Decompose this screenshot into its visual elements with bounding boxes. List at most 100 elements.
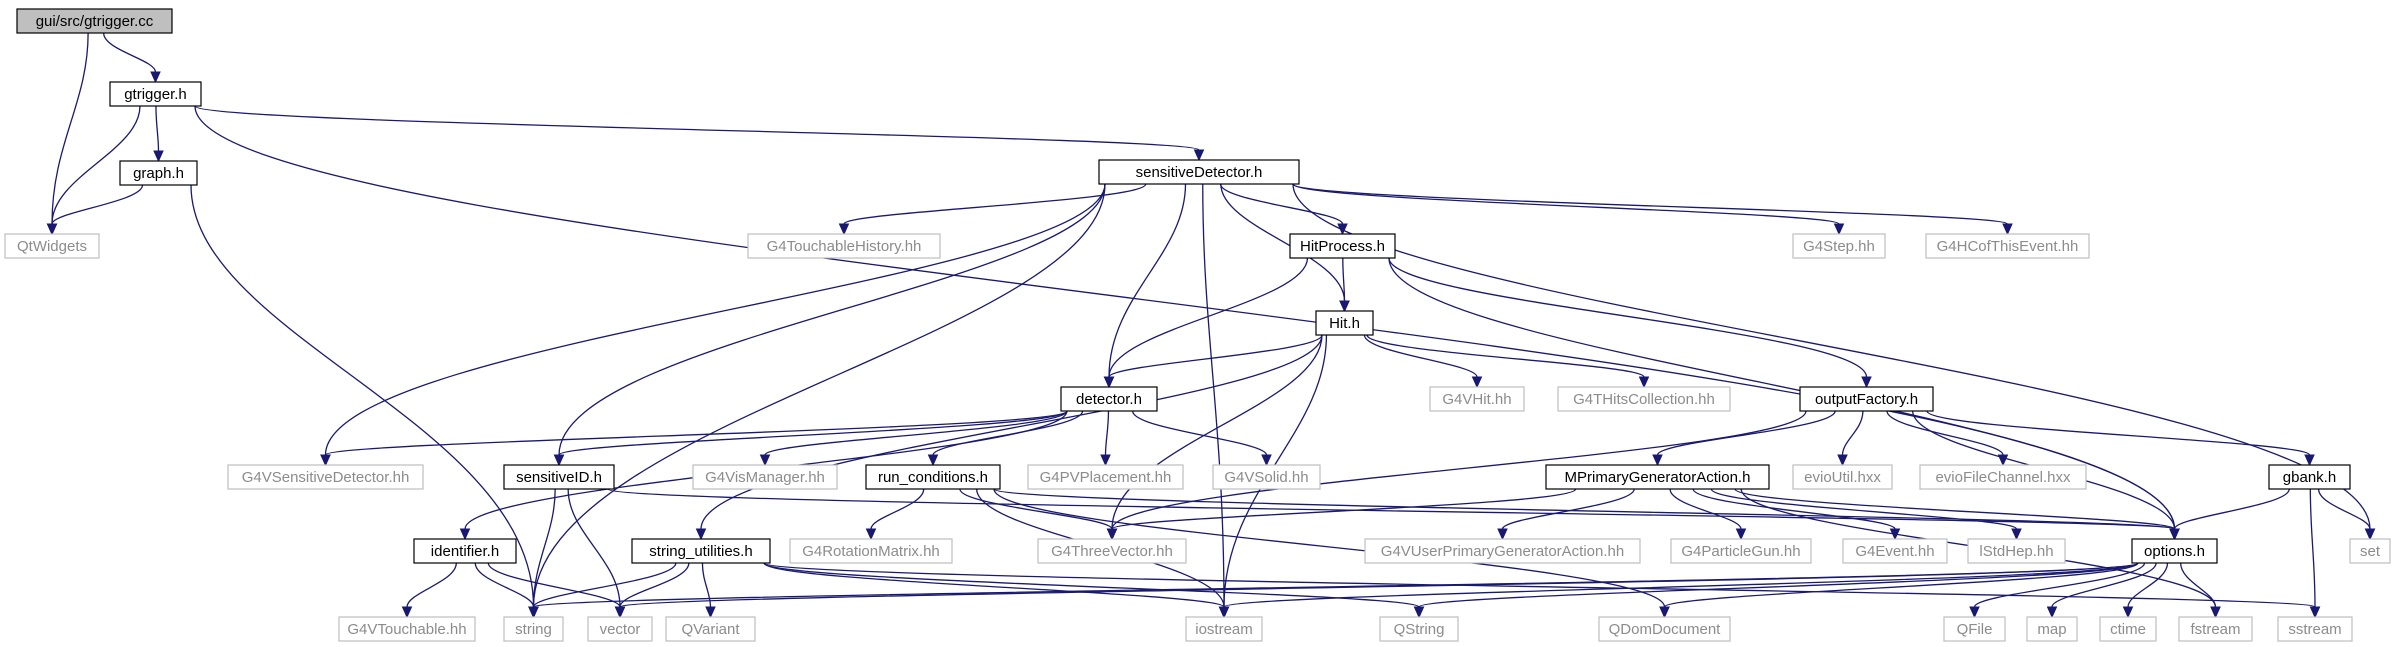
node-box <box>1943 616 2006 642</box>
edge-detector-h-to-g4vsolid-hh <box>1131 410 1268 456</box>
edge-outputfactory-h-to-mprimarygeneratoraction-h <box>1656 410 1836 456</box>
node-box <box>2178 616 2253 642</box>
node-label: string_utilities.h <box>649 543 752 560</box>
node-label: G4RotationMatrix.hh <box>802 543 940 560</box>
node-label: run_conditions.h <box>878 469 988 486</box>
node-label: map <box>2037 621 2066 638</box>
arrowhead <box>1339 300 1350 313</box>
node-g4vismanager-hh: G4VisManager.hh <box>692 464 838 490</box>
node-label: set <box>2360 543 2381 560</box>
node-label: G4VUserPrimaryGeneratorAction.hh <box>1381 543 1624 560</box>
edge-detector-h-to-g4vsensitivedetector-hh <box>324 410 1068 456</box>
node-box <box>665 616 756 642</box>
edge-gui-src-gtrigger-cc-to-qtwidgets <box>51 32 89 225</box>
edge-options-h-to-map <box>2051 562 2157 608</box>
node-label: G4VSolid.hh <box>1224 469 1308 486</box>
edge-string-utilities-h-to-sstream <box>763 562 2316 608</box>
node-label: QVariant <box>681 621 740 638</box>
node-mprimarygeneratoraction-h[interactable]: MPrimaryGeneratorAction.h <box>1545 464 1770 490</box>
node-box <box>109 81 202 107</box>
node-label: G4ThreeVector.hh <box>1051 543 1173 560</box>
node-label: ctime <box>2110 621 2146 638</box>
node-label: gtrigger.h <box>124 86 187 103</box>
node-g4thitscollection-hh: G4THitsCollection.hh <box>1557 386 1731 412</box>
edge-string-utilities-h-to-string <box>532 562 677 608</box>
arrowhead <box>1638 376 1650 389</box>
edge-mprimarygeneratoraction-h-to-g4vuserprimarygeneratoraction-hh <box>1501 488 1635 530</box>
edge-options-h-to-qfile <box>1973 562 2146 608</box>
arrowhead <box>1193 149 1205 162</box>
node-detector-h[interactable]: detector.h <box>1060 386 1158 412</box>
arrowhead <box>553 454 565 467</box>
node-box <box>1925 233 2090 259</box>
edge-detector-h-to-run-conditions-h <box>932 410 1084 456</box>
edge-gbank-h-to-options-h <box>2173 488 2290 530</box>
node-qvariant: QVariant <box>665 616 756 642</box>
node-label: G4PVPlacement.hh <box>1040 469 1172 486</box>
edge-identifier-h-to-string <box>474 562 535 608</box>
node-box <box>1792 464 1893 490</box>
arrowhead <box>320 454 331 467</box>
node-hitprocess-h[interactable]: HitProcess.h <box>1289 233 1396 259</box>
edge-sensitiveid-h-to-options-h <box>607 488 2176 530</box>
node-label: G4ParticleGun.hh <box>1681 543 1800 560</box>
node-label: lStdHep.hh <box>1979 543 2053 560</box>
node-run-conditions-h[interactable]: run_conditions.h <box>865 464 1001 490</box>
node-label: G4HCofThisEvent.hh <box>1937 238 2079 255</box>
node-identifier-h[interactable]: identifier.h <box>413 538 517 564</box>
node-box <box>1799 386 1934 412</box>
node-graph-h[interactable]: graph.h <box>119 160 198 186</box>
node-string-utilities-h[interactable]: string_utilities.h <box>631 538 771 564</box>
node-hit-h[interactable]: Hit.h <box>1315 310 1374 336</box>
arrowhead <box>459 528 471 541</box>
node-label: G4VTouchable.hh <box>347 621 466 638</box>
edge-outputfactory-h-to-eviofilechannel-hxx <box>1886 410 2004 456</box>
node-box <box>1060 386 1158 412</box>
node-box <box>119 160 198 186</box>
node-label: evioUtil.hxx <box>1804 469 1881 486</box>
edge-hitprocess-h-to-options-h <box>1388 257 2176 530</box>
arrowhead <box>838 223 850 236</box>
edge-hit-h-to-g4thitscollection-hh <box>1366 334 1645 378</box>
edge-graph-h-to-qtwidgets <box>51 184 144 225</box>
edge-gui-src-gtrigger-cc-to-gtrigger-h <box>103 32 157 73</box>
node-lstdhep-hh: lStdHep.hh <box>1967 538 2066 564</box>
edge-detector-h-to-g4pvplacement-hh <box>1104 410 1110 456</box>
edge-mprimarygeneratoraction-h-to-g4particlegun-hh <box>1669 488 1742 530</box>
node-label: HitProcess.h <box>1300 238 1385 255</box>
node-label: detector.h <box>1076 391 1142 408</box>
node-sensitivedetector-h[interactable]: sensitiveDetector.h <box>1098 159 1300 185</box>
edge-hitprocess-h-to-detector-h <box>1108 257 1309 378</box>
node-box <box>1212 464 1321 490</box>
edge-sensitivedetector-h-to-g4step-hh <box>1292 183 1840 225</box>
node-gbank-h[interactable]: gbank.h <box>2268 464 2351 490</box>
edge-options-h-to-fstream <box>2180 562 2217 608</box>
edge-gtrigger-h-to-sensitivedetector-h <box>194 105 1200 151</box>
arrowhead <box>2011 528 2022 541</box>
edge-sensitivedetector-h-to-g4hcofthisevent-hh <box>1292 183 2009 225</box>
node-g4step-hh: G4Step.hh <box>1792 233 1886 259</box>
node-label: options.h <box>2144 543 2205 560</box>
edge-detector-h-to-sensitiveid-h <box>558 410 1068 456</box>
node-g4event-hh: G4Event.hh <box>1842 538 1948 564</box>
node-box <box>16 8 173 34</box>
node-label: graph.h <box>133 165 184 182</box>
node-outputfactory-h[interactable]: outputFactory.h <box>1799 386 1934 412</box>
node-options-h[interactable]: options.h <box>2131 538 2218 564</box>
node-gui-src-gtrigger-cc[interactable]: gui/src/gtrigger.cc <box>16 8 173 34</box>
node-sensitiveid-h[interactable]: sensitiveID.h <box>503 464 615 490</box>
node-box <box>227 464 424 490</box>
node-box <box>1557 386 1731 412</box>
arrowhead <box>865 528 877 541</box>
node-box <box>413 538 517 564</box>
edge-options-h-to-iostream <box>1223 562 2139 608</box>
node-gtrigger-h[interactable]: gtrigger.h <box>109 81 202 107</box>
node-label: G4TouchableHistory.hh <box>767 238 922 255</box>
arrowhead <box>2304 454 2315 467</box>
arrowhead <box>401 606 413 619</box>
node-iostream: iostream <box>1185 616 1263 642</box>
node-label: Hit.h <box>1329 315 1360 332</box>
edge-string-utilities-h-to-iostream <box>763 562 1225 608</box>
edge-gbank-h-to-set <box>2317 488 2371 530</box>
edge-detector-h-to-g4vismanager-hh <box>764 410 1068 456</box>
